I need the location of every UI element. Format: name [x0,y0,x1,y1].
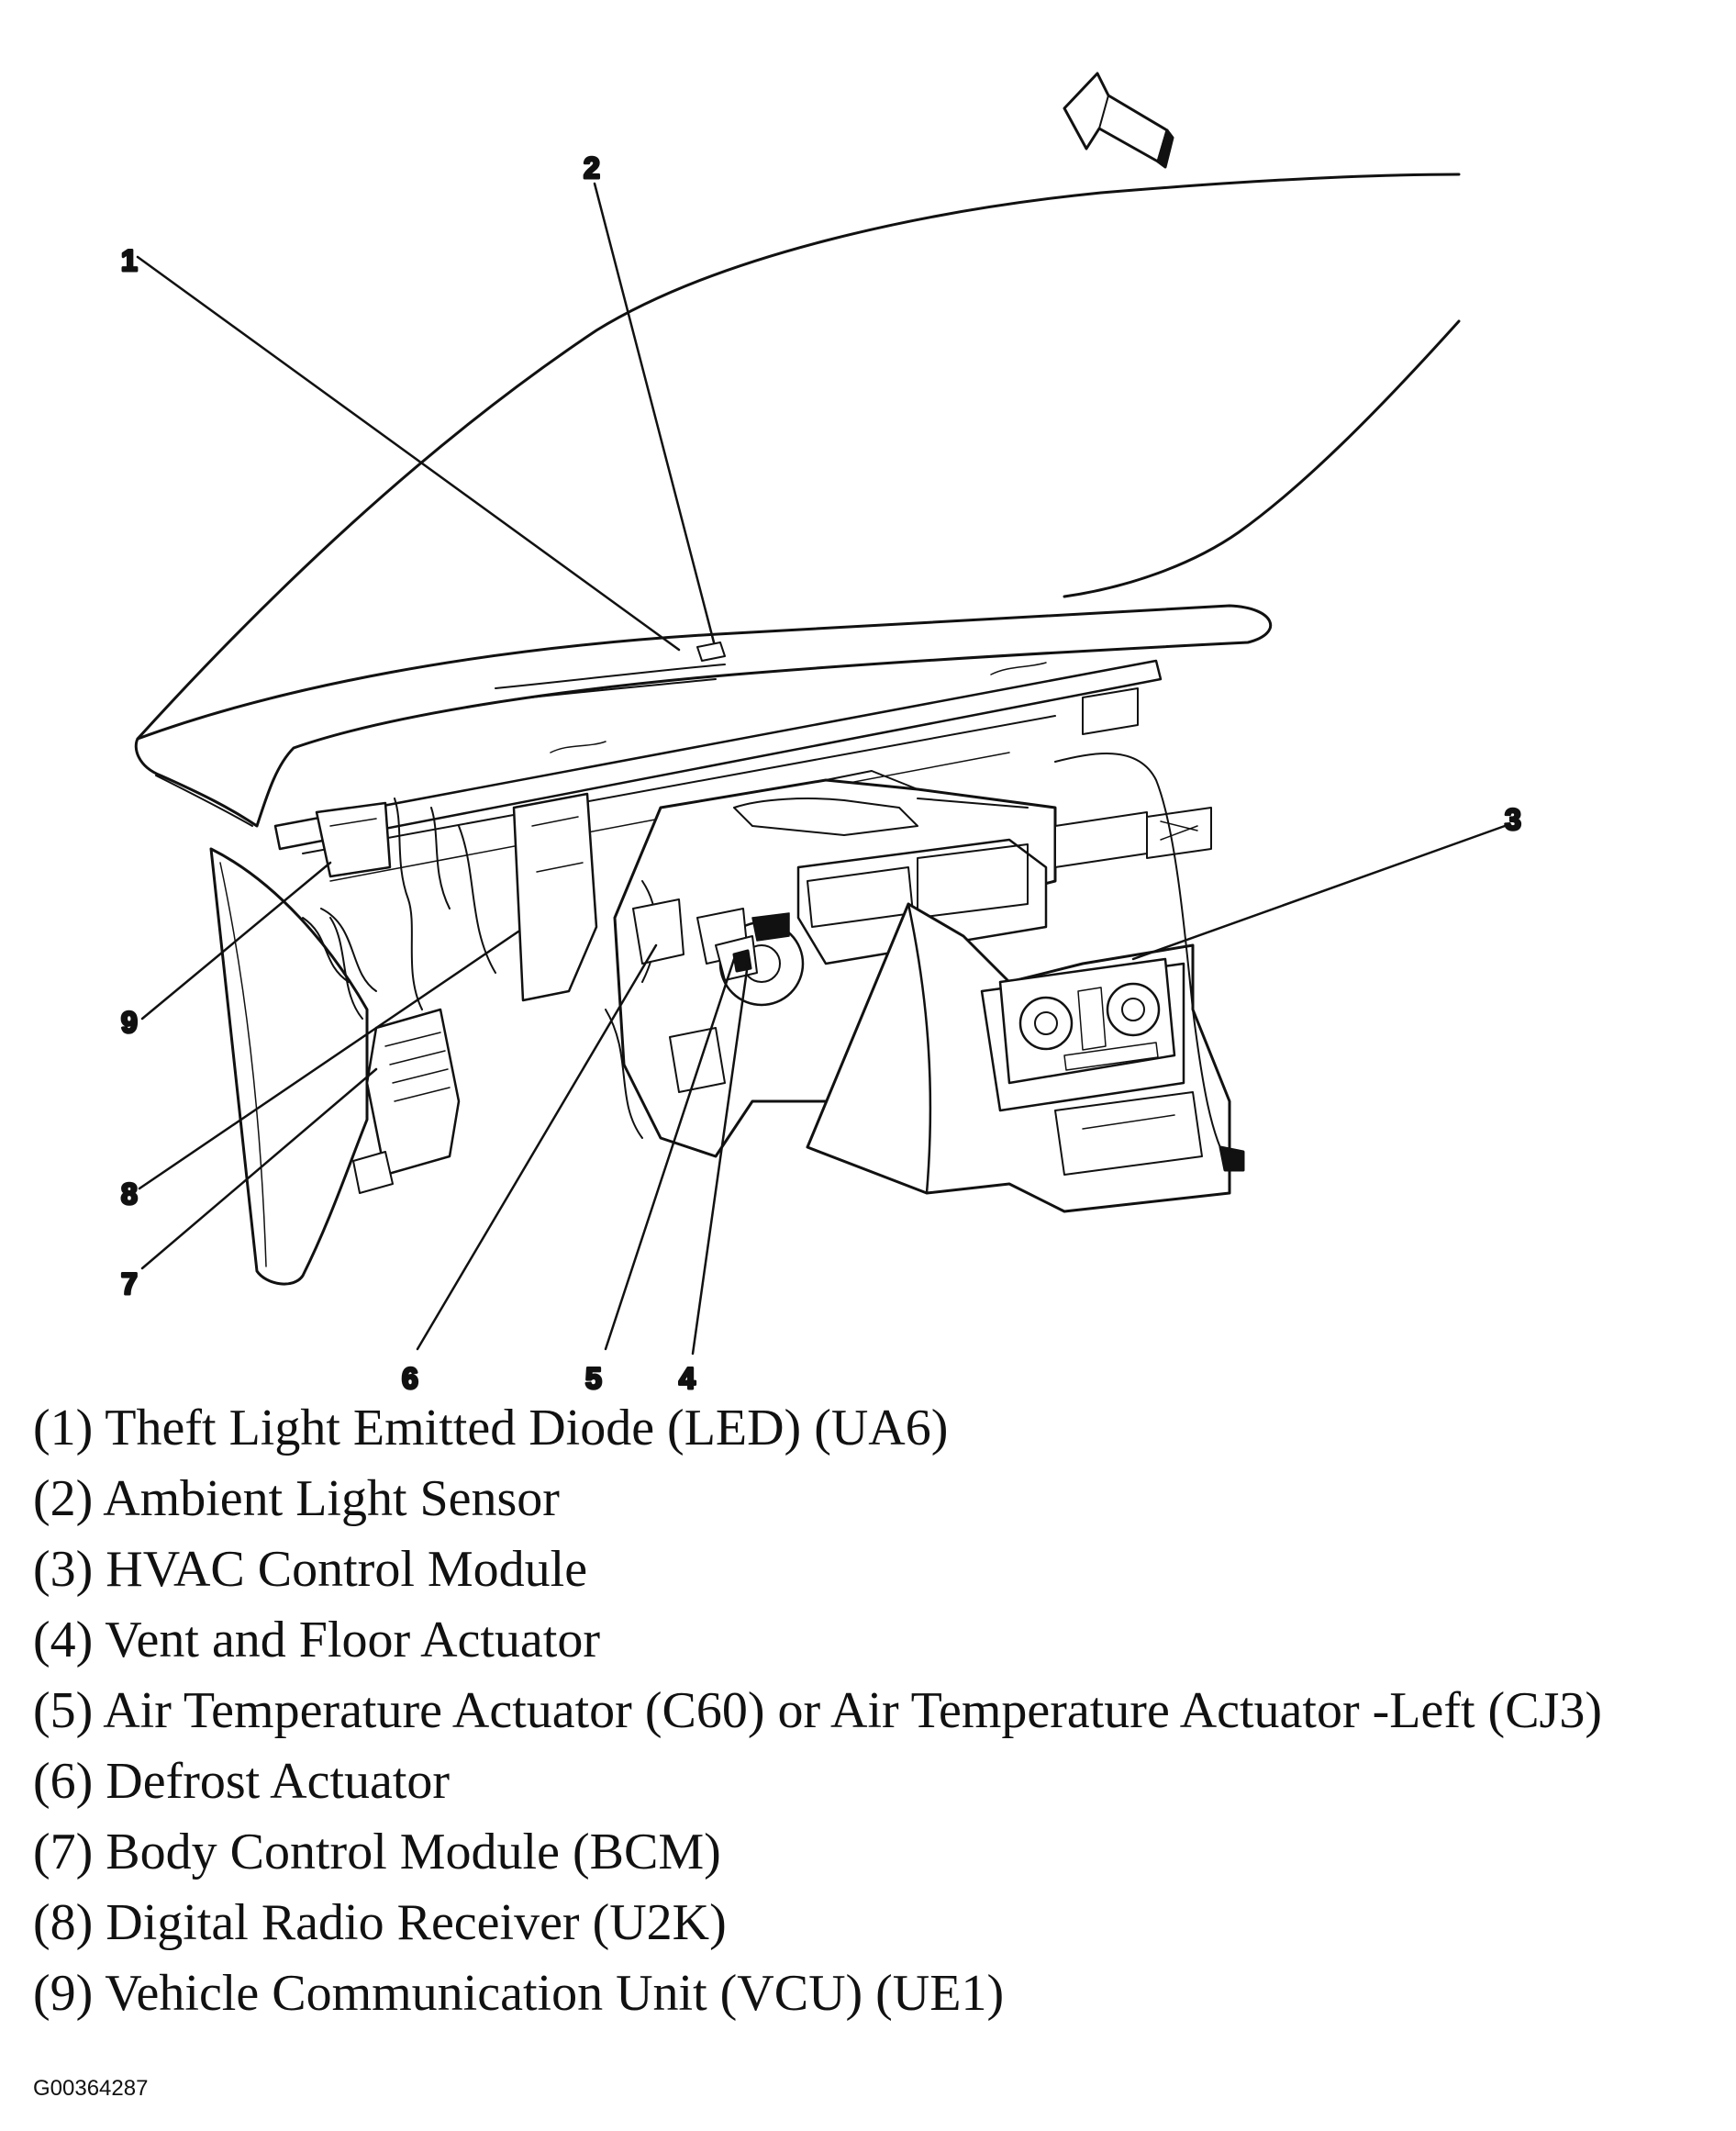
legend-label: Air Temperature Actuator (C60) or Air Te… [103,1682,1602,1739]
legend-label: Body Control Module (BCM) [106,1824,721,1880]
legend-item: (3) HVAC Control Module [33,1534,1721,1605]
right-duct [1054,753,1245,1172]
legend-label: Defrost Actuator [106,1753,451,1810]
left-wiring-harness [302,825,496,992]
legend-label: Theft Light Emitted Diode (LED) (UA6) [105,1400,949,1456]
left-bracket [315,798,451,1020]
legend-number: (8) [33,1894,94,1951]
legend-item: (5) Air Temperature Actuator (C60) or Ai… [33,1676,1721,1746]
legend-number: (6) [33,1753,94,1810]
callout-7: 7 [121,1267,138,1300]
windshield [136,173,1461,741]
forward-arrow-icon [1063,72,1174,169]
callout-2: 2 [584,151,600,184]
callout-8: 8 [121,1177,138,1211]
hvac-control-module [998,957,1176,1085]
legend-item: (6) Defrost Actuator [33,1746,1721,1817]
display-housing [796,838,1048,965]
legend-item: (2) Ambient Light Sensor [33,1464,1721,1534]
legend-number: (2) [33,1470,94,1527]
legend-item: (1) Theft Light Emitted Diode (LED) (UA6… [33,1393,1721,1464]
legend-number: (7) [33,1824,94,1880]
instrument-panel-top [134,604,1273,828]
callout-3: 3 [1505,803,1521,836]
callout-6: 6 [402,1362,418,1395]
legend-label: Vent and Floor Actuator [105,1612,600,1668]
callout-4: 4 [679,1362,696,1395]
legend-item: (8) Digital Radio Receiver (U2K) [33,1888,1721,1958]
legend-item: (9) Vehicle Communication Unit (VCU) (UE… [33,1958,1721,2029]
legend-number: (1) [33,1400,94,1456]
legend-item: (7) Body Control Module (BCM) [33,1817,1721,1888]
legend-label: Ambient Light Sensor [103,1470,560,1527]
legend-item: (4) Vent and Floor Actuator [33,1605,1721,1676]
leader-lines [136,182,1507,1356]
callout-9: 9 [121,1006,138,1039]
callout-1: 1 [121,244,138,277]
figure-id: G00364287 [33,2076,149,2101]
left-end-panel [209,847,369,1286]
component-legend: (1) Theft Light Emitted Diode (LED) (UA6… [33,1393,1721,2029]
legend-label: Digital Radio Receiver (U2K) [106,1894,727,1951]
body-control-module [352,1008,461,1194]
dashboard-diagram: 1 2 3 4 5 6 7 8 9 [120,72,1522,1395]
legend-number: (9) [33,1965,94,2022]
legend-number: (4) [33,1612,94,1668]
legend-label: Vehicle Communication Unit (VCU) (UE1) [105,1965,1005,2022]
callout-5: 5 [585,1362,602,1395]
legend-label: HVAC Control Module [106,1541,588,1598]
center-support-bracket [512,792,598,1002]
legend-number: (3) [33,1541,94,1598]
legend-number: (5) [33,1682,94,1739]
